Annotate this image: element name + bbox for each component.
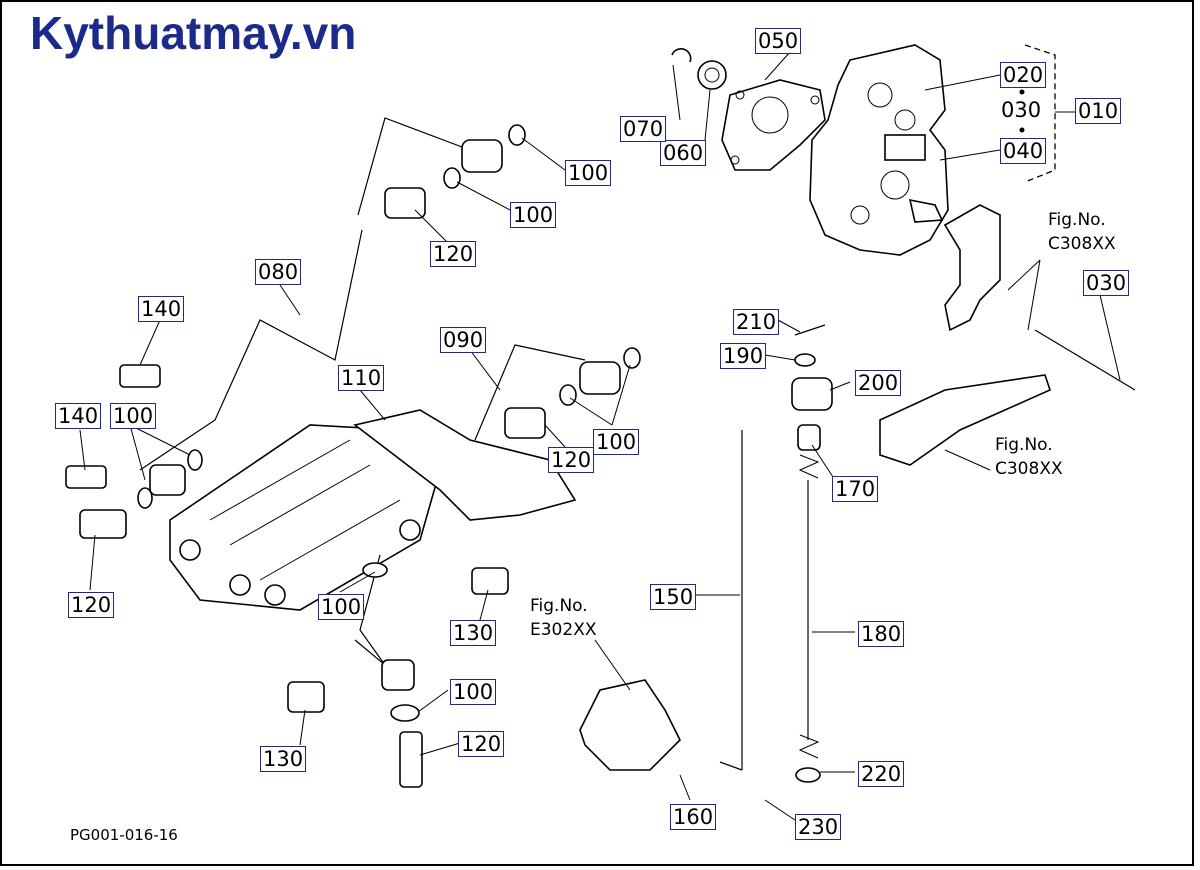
callout-220: 220 [858,761,905,787]
callout-080: 080 [255,259,302,285]
pump-gasket [721,79,826,171]
callout-140-lower: 140 [55,403,102,429]
fig-ref-code-3: E302XX [530,620,597,640]
pipe-090 [474,344,586,441]
drive-gear [697,60,727,90]
left-fittings [65,364,203,539]
callout-100-lower: 100 [450,679,497,705]
callout-100-mid-right: 100 [593,429,640,455]
lever-plate-right [879,374,1051,466]
pipe-080-top [357,117,471,216]
callout-130-lower: 130 [260,746,307,772]
callout-090: 090 [440,327,487,353]
callout-230: 230 [795,814,842,840]
callout-110: 110 [338,365,385,391]
pipe-080 [139,229,363,471]
hydraulic-pump [809,44,949,256]
fig-ref-code-1: C308XX [1048,234,1116,254]
bracket-110 [353,409,577,521]
callout-210: 210 [733,309,780,335]
fitting-lower [504,347,641,439]
fig-ref-label-1: Fig.No. [1048,210,1106,230]
lower-bolts [287,562,509,788]
callout-180: 180 [858,621,905,647]
rod-150 [719,430,743,771]
pin-200 [791,353,833,411]
callout-190: 190 [720,343,767,369]
callout-100-top: 100 [565,160,612,186]
callout-030-bolt: 030 [1083,270,1130,296]
callout-150: 150 [650,584,697,610]
callout-100-upper: 100 [510,202,557,228]
callout-100-left: 100 [110,403,157,429]
callout-010: 010 [1075,98,1122,124]
group-dot-2 [1019,127,1025,133]
fig-ref-label-2: Fig.No. [995,435,1053,455]
callout-070: 070 [620,116,667,142]
callout-120-left: 120 [68,592,115,618]
snap-ring [671,48,692,63]
group-bracket-010 [1024,44,1056,183]
callout-050: 050 [755,28,802,54]
pipe-lower-left [354,554,386,666]
fig-ref-code-2: C308XX [995,459,1063,479]
fig-ref-label-3: Fig.No. [530,596,588,616]
leader-lines [79,51,1121,821]
callout-130-right: 130 [450,620,497,646]
rod-180 [795,424,821,783]
callout-100-mid: 100 [318,594,365,620]
drawing-code: PG001-016-16 [70,826,178,844]
callout-060: 060 [660,140,707,166]
bolt-030 [1034,329,1136,391]
bracket-upper-right [943,204,1001,332]
callout-170: 170 [832,476,879,502]
brand-watermark: Kythuatmay.vn [30,7,357,59]
callout-040: 040 [1000,138,1047,164]
callout-120-upper: 120 [430,241,477,267]
callout-160: 160 [670,804,717,830]
callout-140-upper: 140 [138,296,185,322]
group-dot-1 [1019,89,1025,95]
callout-200: 200 [855,370,902,396]
bracket-e302 [579,679,681,771]
callout-120-lower: 120 [458,731,505,757]
cotter-210 [794,324,826,336]
callout-030-group: 030 [1001,98,1042,122]
fitting-upper [384,124,526,219]
callout-120-mid: 120 [548,447,595,473]
callout-020: 020 [1000,62,1047,88]
